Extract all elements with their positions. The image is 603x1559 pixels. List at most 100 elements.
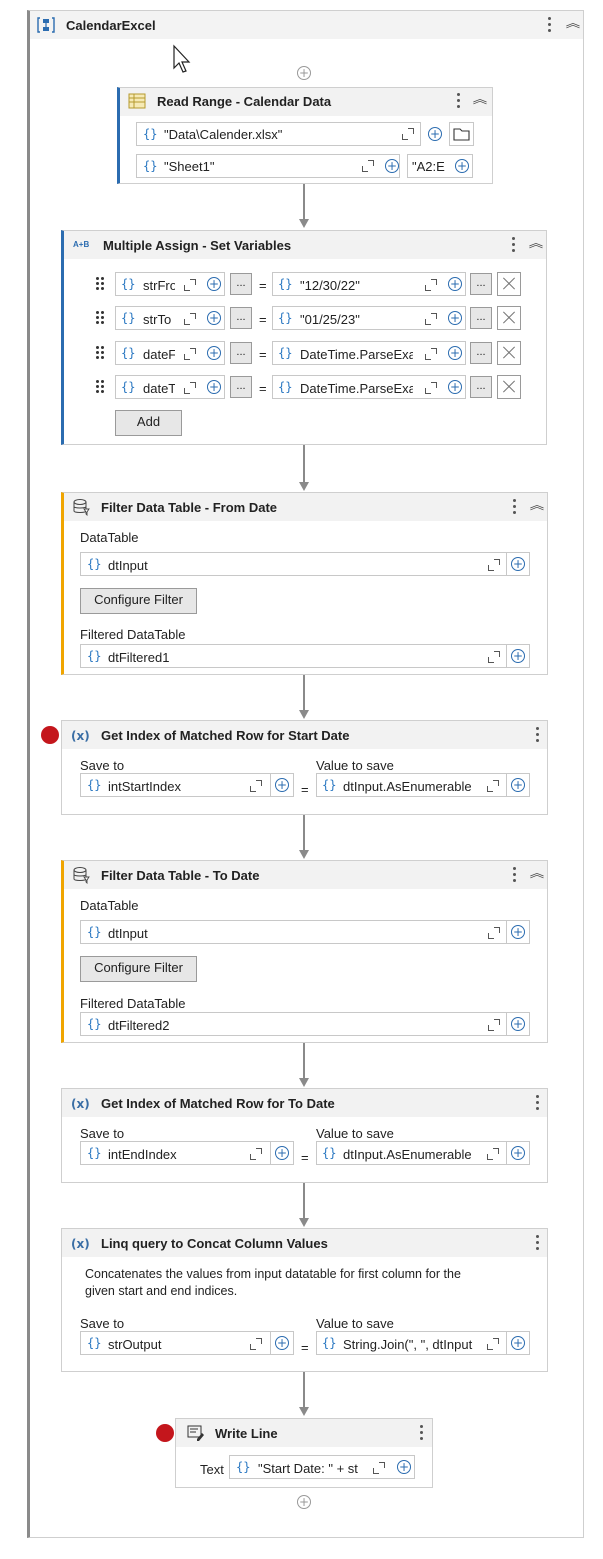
plus-circle-icon[interactable]: + (511, 649, 525, 663)
write-line-header[interactable] (176, 1419, 432, 1447)
filter-from-more-icon[interactable] (513, 498, 517, 516)
plus-circle-icon[interactable]: + (448, 311, 462, 325)
drag-handle-icon[interactable] (96, 380, 104, 394)
sheet-name-field[interactable] (136, 154, 400, 178)
multiple-assign-activity[interactable] (61, 230, 547, 445)
multiple-assign-more-icon[interactable] (512, 236, 516, 254)
insert-activity-plus-icon[interactable]: + (297, 66, 311, 80)
plus-circle-icon[interactable]: + (455, 159, 469, 173)
assign-to-field[interactable] (115, 306, 225, 330)
assign-value-field[interactable] (272, 341, 466, 365)
index-end-more-icon[interactable] (536, 1094, 540, 1112)
plus-circle-icon[interactable]: + (511, 1336, 525, 1350)
ellipsis-button[interactable]: ... (230, 273, 252, 295)
plus-circle-icon[interactable]: + (448, 277, 462, 291)
plus-circle-icon[interactable]: + (275, 1146, 289, 1160)
expand-icon[interactable] (487, 780, 499, 792)
breakpoint-icon[interactable] (156, 1424, 174, 1442)
read-range-collapse-icon[interactable]: ︽ (472, 92, 488, 106)
expand-icon[interactable] (425, 313, 437, 325)
filter-to-more-icon[interactable] (513, 866, 517, 884)
filter-to-datatable-field[interactable] (80, 920, 530, 944)
expand-icon[interactable] (487, 1148, 499, 1160)
ellipsis-button[interactable]: ... (470, 342, 492, 364)
assign-value-field[interactable] (272, 375, 466, 399)
assign-to-field[interactable] (115, 341, 225, 365)
expand-icon[interactable] (488, 927, 500, 939)
expand-icon[interactable] (362, 160, 374, 172)
drag-handle-icon[interactable] (96, 277, 104, 291)
drag-handle-icon[interactable] (96, 346, 104, 360)
filter-to-header[interactable] (64, 861, 547, 889)
save-to-field[interactable] (80, 773, 294, 797)
assign-to-field[interactable] (115, 272, 225, 296)
multiple-assign-collapse-icon[interactable]: ︽ (528, 236, 544, 250)
expand-icon[interactable] (184, 348, 196, 360)
plus-circle-icon[interactable]: + (511, 1017, 525, 1031)
expand-icon[interactable] (425, 279, 437, 291)
read-range-header[interactable] (120, 88, 492, 116)
expand-icon[interactable] (184, 313, 196, 325)
delete-icon[interactable] (497, 375, 521, 399)
filter-from-datatable-field[interactable] (80, 552, 530, 576)
workbook-path-field[interactable] (136, 122, 421, 146)
filter-to-collapse-icon[interactable]: ︽ (529, 866, 545, 880)
index-end-header[interactable] (62, 1089, 547, 1117)
folder-icon[interactable] (449, 122, 474, 146)
delete-icon[interactable] (497, 306, 521, 330)
plus-circle-icon[interactable]: + (511, 778, 525, 792)
save-to-field[interactable] (80, 1331, 294, 1355)
expand-icon[interactable] (250, 1148, 262, 1160)
plus-circle-icon[interactable]: + (448, 346, 462, 360)
add-assignment-button[interactable]: Add (115, 410, 182, 436)
plus-circle-icon[interactable]: + (511, 1146, 525, 1160)
ellipsis-button[interactable]: ... (230, 342, 252, 364)
filter-to-output-field[interactable] (80, 1012, 530, 1036)
drag-handle-icon[interactable] (96, 311, 104, 325)
expand-icon[interactable] (184, 382, 196, 394)
expand-icon[interactable] (488, 559, 500, 571)
ellipsis-button[interactable]: ... (470, 307, 492, 329)
plus-circle-icon[interactable]: + (397, 1460, 411, 1474)
plus-circle-icon[interactable]: + (385, 159, 399, 173)
plus-circle-icon[interactable]: + (207, 346, 221, 360)
expand-icon[interactable] (487, 1338, 499, 1350)
expand-icon[interactable] (488, 1019, 500, 1031)
breakpoint-icon[interactable] (41, 726, 59, 744)
filter-from-configure-button[interactable]: Configure Filter (80, 588, 197, 614)
assign-value-field[interactable] (272, 306, 466, 330)
plus-circle-icon[interactable]: + (511, 925, 525, 939)
value-to-save-field[interactable] (316, 773, 530, 797)
expand-icon[interactable] (488, 651, 500, 663)
delete-icon[interactable] (497, 341, 521, 365)
expand-icon[interactable] (373, 1462, 385, 1474)
value-to-save-field[interactable] (316, 1331, 530, 1355)
plus-circle-icon[interactable]: + (275, 1336, 289, 1350)
insert-activity-plus-icon[interactable]: + (297, 1495, 311, 1509)
sequence-collapse-icon[interactable]: ︽ (565, 16, 581, 30)
range-field[interactable] (407, 154, 473, 178)
ellipsis-button[interactable]: ... (230, 376, 252, 398)
value-to-save-field[interactable] (316, 1141, 530, 1165)
multiple-assign-header[interactable] (64, 231, 546, 259)
assign-value-field[interactable] (272, 272, 466, 296)
ellipsis-button[interactable]: ... (470, 273, 492, 295)
plus-circle-icon[interactable]: + (207, 311, 221, 325)
plus-circle-icon[interactable]: + (448, 380, 462, 394)
plus-circle-icon[interactable]: + (428, 127, 442, 141)
filter-to-configure-button[interactable]: Configure Filter (80, 956, 197, 982)
filter-from-collapse-icon[interactable]: ︽ (529, 498, 545, 512)
filter-from-output-field[interactable] (80, 644, 530, 668)
delete-icon[interactable] (497, 272, 521, 296)
plus-circle-icon[interactable]: + (207, 380, 221, 394)
expand-icon[interactable] (184, 279, 196, 291)
expand-icon[interactable] (250, 1338, 262, 1350)
plus-circle-icon[interactable]: + (207, 277, 221, 291)
linq-header[interactable] (62, 1229, 547, 1257)
expand-icon[interactable] (425, 382, 437, 394)
linq-more-icon[interactable] (536, 1234, 540, 1252)
plus-circle-icon[interactable]: + (275, 778, 289, 792)
ellipsis-button[interactable]: ... (470, 376, 492, 398)
filter-from-header[interactable] (64, 493, 547, 521)
expand-icon[interactable] (402, 128, 414, 140)
